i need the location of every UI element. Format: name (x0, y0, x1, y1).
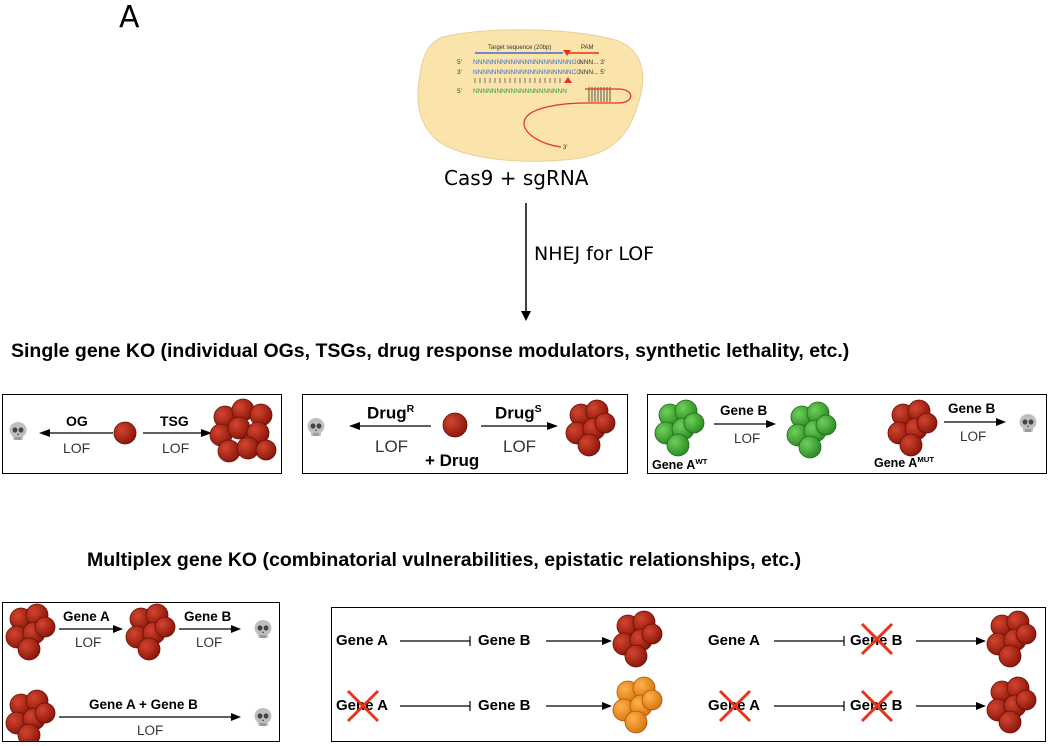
gene-b-label: Gene B (184, 609, 232, 624)
og-lof-label: LOF (63, 440, 91, 456)
cell-icon (442, 412, 468, 438)
green-cluster-icon (786, 401, 837, 459)
knockout-x-icon (346, 689, 380, 723)
multiplex-ko-heading: Multiplex gene KO (combinatorial vulnera… (87, 549, 802, 571)
drug-r-label: DrugR (367, 403, 415, 423)
gene-b-lof-label-1: LOF (734, 431, 761, 446)
skull-icon (307, 417, 325, 437)
pam-label: PAM (581, 45, 594, 51)
cas9-label: Cas9 + sgRNA (444, 166, 589, 190)
sgrna-sequence: NNNNNNNNNNNNNNNNNNNN (473, 88, 567, 95)
strand2-3-prime: 3' (457, 69, 462, 76)
gene-b-label-1: Gene B (720, 403, 768, 418)
strand2-sequence: NNNNNNNNNNNNNNNNNNNNNCC (473, 69, 581, 76)
gene-ab-lof-label: LOF (137, 723, 164, 738)
synthetic-lethality-graphics (654, 399, 1037, 459)
red-cluster-icon (125, 603, 176, 661)
cas9-illustration: Target sequence (20bp) PAM 5' NNNNNNNNNN… (417, 29, 644, 162)
gene-a-lof-label: LOF (75, 635, 102, 650)
synthetic-lethality-panel: Gene B LOF Gene AWT Gene B LOF Gene AMUT (647, 394, 1047, 474)
combinatorial-panel: Gene A LOF Gene B LOF Gene A + Gene B LO… (2, 602, 280, 742)
target-sequence-label: Target sequence (20bp) (488, 45, 551, 51)
strand1-5-prime: 5' (457, 59, 462, 66)
epistasis-graphics (400, 610, 1037, 734)
tumor-cluster-icon (565, 399, 616, 457)
nhej-arrow (521, 203, 531, 321)
r1-gene-b-label: Gene B (478, 632, 531, 649)
gene-ab-label: Gene A + Gene B (89, 697, 198, 712)
gene-b-lof-label: LOF (196, 635, 223, 650)
r2-gene-b-label: Gene B (478, 697, 531, 714)
strand2-end: NNN... 5' (579, 69, 605, 76)
gene-b-label-2: Gene B (948, 401, 996, 416)
tsg-lof-label: LOF (162, 440, 190, 456)
gene-a-mut-label: Gene AMUT (874, 455, 935, 471)
drug-response-panel: DrugR LOF DrugS LOF + Drug (302, 394, 628, 474)
strand1-sequence: NNNNNNNNNNNNNNNNNNNNNGG (473, 59, 582, 66)
gene-b-lof-label-2: LOF (960, 429, 987, 444)
nhej-label: NHEJ for LOF (534, 243, 655, 265)
tumor-cluster-icon (209, 398, 277, 463)
sgrna-5-prime: 5' (457, 88, 462, 95)
panel-letter: A (119, 0, 140, 35)
gene-a-label: Gene A (63, 609, 110, 624)
knockout-x-icon (860, 622, 894, 656)
plus-drug-label: + Drug (425, 451, 480, 470)
og-tsg-panel: OG LOF TSG LOF (2, 394, 282, 474)
sgrna-3-prime: 3' (563, 145, 567, 151)
red-cluster-icon (5, 689, 56, 741)
combinatorial-graphics (5, 603, 272, 741)
og-tsg-graphics (9, 398, 277, 463)
strand1-end: NNN... 3' (579, 59, 605, 66)
og-label: OG (66, 413, 88, 429)
red-cluster-icon (887, 399, 938, 457)
gene-a-wt-label: Gene AWT (652, 457, 708, 473)
base-pair-ticks (474, 78, 561, 83)
epistasis-panel: Gene A Gene B Gene A Gene B Gene A Gene … (331, 607, 1046, 742)
skull-icon (254, 707, 272, 727)
skull-icon (1019, 413, 1037, 433)
knockout-crosses (346, 622, 894, 723)
knockout-x-icon (718, 689, 752, 723)
skull-icon (9, 421, 27, 441)
r1-gene-a-label: Gene A (336, 632, 388, 649)
green-cluster-icon (654, 399, 705, 457)
drug-response-graphics (307, 399, 616, 457)
drug-s-lof-label: LOF (503, 437, 537, 456)
cell-icon (113, 421, 137, 445)
r1-gene-a2-label: Gene A (708, 632, 760, 649)
single-ko-heading: Single gene KO (individual OGs, TSGs, dr… (11, 340, 850, 362)
tsg-label: TSG (160, 413, 189, 429)
drug-r-lof-label: LOF (375, 437, 409, 456)
drug-s-label: DrugS (495, 403, 542, 423)
skull-icon (254, 619, 272, 639)
red-cluster-icon (5, 603, 56, 661)
knockout-x-icon (860, 689, 894, 723)
